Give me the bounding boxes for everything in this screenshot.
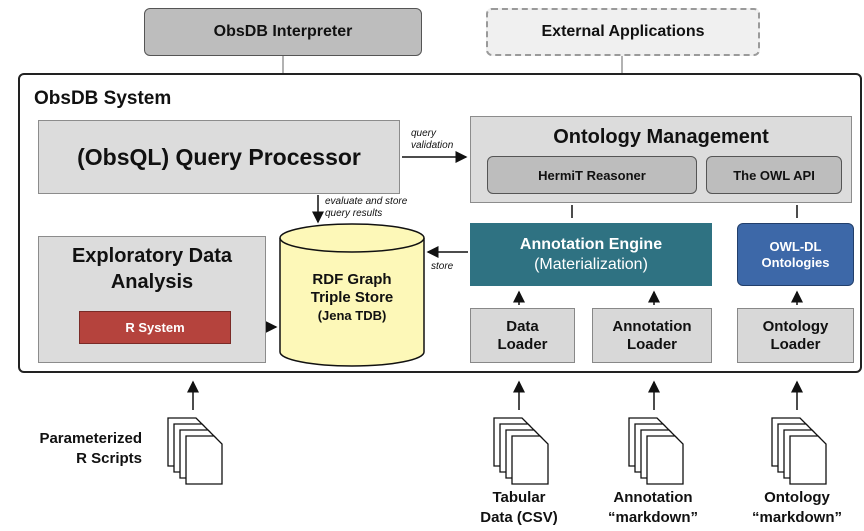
triple-store-line-1: RDF Graph [312,271,392,288]
r-system-box: R System [79,311,231,344]
data-loader-box: Data Loader [470,308,575,363]
data-loader-line-2: Loader [497,335,548,353]
r-scripts-label: Parameterized R Scripts [22,429,142,469]
annotation-loader-line-2: Loader [626,335,677,353]
query-processor-label: (ObsQL) Query Processor [77,143,361,170]
r-scripts-line-1: Parameterized [39,430,142,447]
owl-dl-ontologies-box: OWL-DL Ontologies [737,223,854,286]
triple-store-cylinder [279,223,425,367]
hermit-reasoner-label: HermiT Reasoner [538,167,646,183]
evaluate-store-label: evaluate and store query results [325,196,407,220]
annotation-md-line-2: “markdown” [607,509,698,526]
store-label: store [431,261,454,272]
query-validation-line-2: validation [411,140,454,151]
obsdb-system-title: ObsDB System [34,88,172,109]
tabular-data-label: Tabular Data (CSV) [462,488,576,528]
ontology-loader-line-2: Loader [770,335,821,353]
ontology-md-line-1: Ontology [764,489,830,506]
ontology-management-title: Ontology Management [553,126,769,148]
doc-stack-r-scripts [167,417,223,485]
annotation-engine-title: Annotation Engine [519,235,663,253]
obsdb-system-container [18,73,862,373]
external-applications-box: External Applications [486,8,760,56]
ontology-loader-box: Ontology Loader [737,308,854,363]
r-system-label: R System [125,320,185,335]
ontology-markdown-label: Ontology “markdown” [737,488,857,528]
annotation-loader-line-1: Annotation [612,317,692,335]
query-processor-box: (ObsQL) Query Processor [38,120,400,194]
annotation-loader-box: Annotation Loader [592,308,712,363]
tabular-line-2: Data (CSV) [480,509,558,526]
tabular-line-1: Tabular [492,489,546,506]
obsdb-interpreter-box: ObsDB Interpreter [144,8,422,56]
doc-stack-annotation [628,417,684,485]
query-validation-label: query validation [411,128,453,152]
external-applications-label: External Applications [541,23,705,40]
annotation-engine-box: Annotation Engine (Materialization) [470,223,712,286]
annotation-engine-subtitle: (Materialization) [534,255,648,273]
triple-store-line-3: (Jena TDB) [317,308,387,323]
doc-stack-ontology [771,417,827,485]
owl-api-label: The OWL API [733,167,815,183]
annotation-md-line-1: Annotation [613,489,693,506]
ontology-md-line-2: “markdown” [751,509,842,526]
triple-store-line-2: Triple Store [310,289,394,306]
exploratory-analysis-title: Exploratory Data Analysis [39,243,265,295]
hermit-reasoner-box: HermiT Reasoner [487,156,697,194]
exploratory-title-line-1: Exploratory Data [71,245,233,267]
evaluate-store-line-1: evaluate and store [325,196,408,207]
data-loader-line-1: Data [506,317,539,335]
ontology-loader-line-1: Ontology [762,317,829,335]
owl-api-box: The OWL API [706,156,842,194]
doc-stack-tabular [493,417,549,485]
owl-dl-line-1: OWL-DL [769,238,822,254]
annotation-markdown-label: Annotation “markdown” [592,488,714,528]
exploratory-title-line-2: Analysis [110,271,194,293]
query-validation-line-1: query [411,128,437,139]
owl-dl-line-2: Ontologies [761,254,830,270]
r-scripts-line-2: R Scripts [76,450,142,467]
evaluate-store-line-2: query results [325,208,383,219]
triple-store-label: RDF Graph Triple Store (Jena TDB) [280,271,424,325]
obsdb-interpreter-label: ObsDB Interpreter [213,23,353,40]
